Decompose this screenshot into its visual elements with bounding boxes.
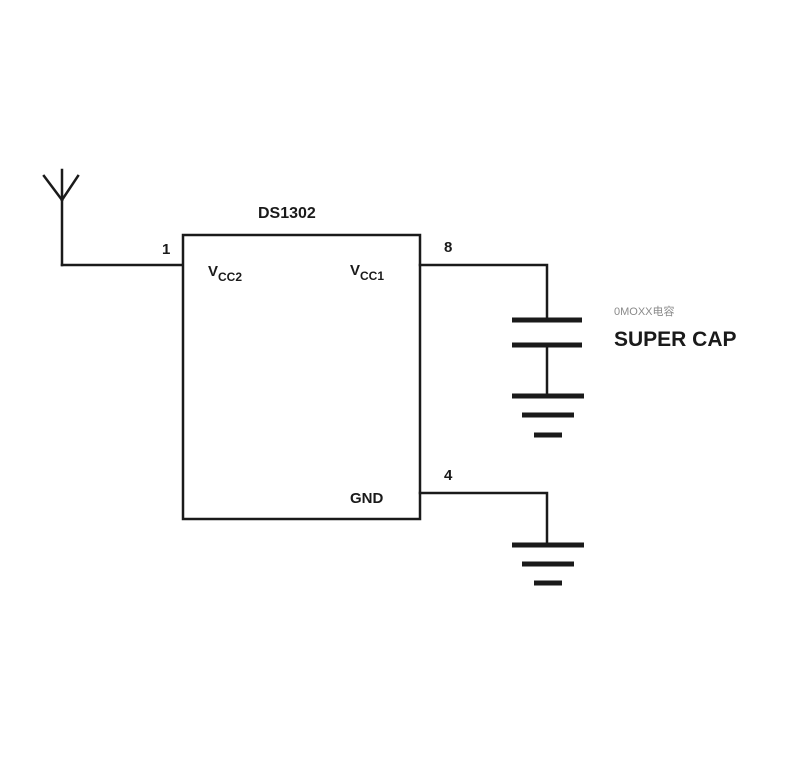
pin-1-number: 1 — [162, 241, 170, 258]
ground-icon — [512, 542, 584, 586]
wire-pin8 — [418, 263, 549, 322]
wire-pin4 — [418, 491, 549, 547]
pin-8-label-main: V — [350, 262, 360, 279]
pin-1-label-main: V — [208, 263, 218, 280]
super-cap-label: SUPER CAP — [614, 328, 737, 351]
ground-icon — [512, 393, 584, 438]
pin-8-number: 8 — [444, 239, 452, 256]
pin-4-label: GND — [350, 490, 384, 507]
pin-1-label-sub: CC2 — [218, 270, 242, 284]
pin-1-label: VCC2 — [208, 263, 242, 284]
antenna-icon — [42, 168, 80, 267]
chip-body — [181, 233, 422, 521]
capacitor-icon — [512, 317, 582, 348]
super-cap-note: 0MOXX电容 — [614, 304, 675, 318]
pin-8-label-sub: CC1 — [360, 269, 384, 283]
chip-name: DS1302 — [258, 205, 316, 222]
pin-8-label: VCC1 — [350, 262, 384, 283]
pin-4-number: 4 — [444, 467, 453, 484]
